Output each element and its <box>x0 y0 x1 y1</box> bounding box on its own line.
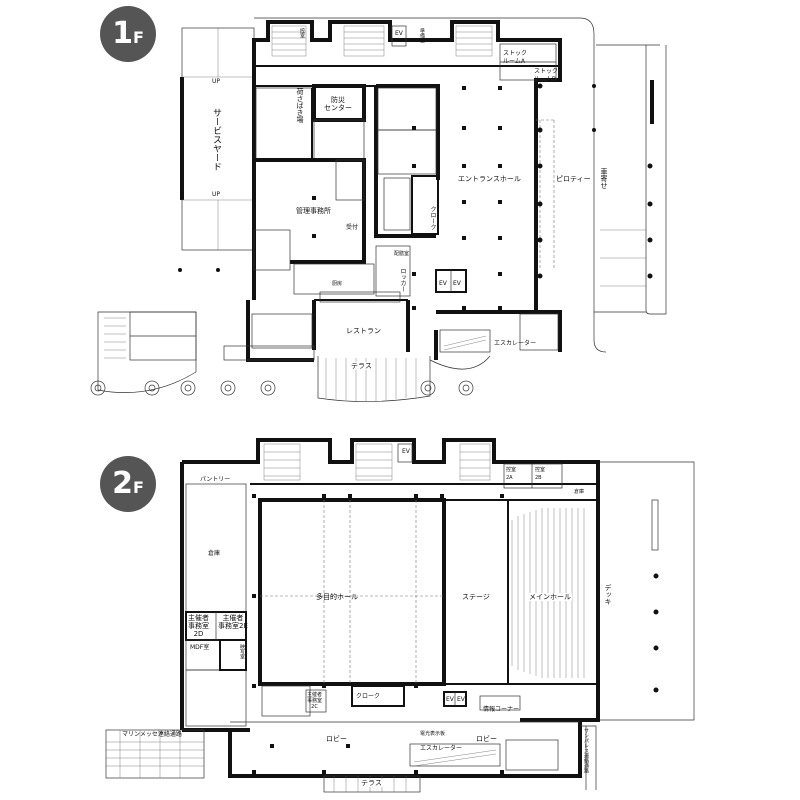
label-disaster-center: 防災 センター <box>324 96 352 112</box>
label-waiting-2a: 控室 2A <box>506 467 517 481</box>
label-entrance-hall: エントランスホール <box>458 175 521 183</box>
label-ev-2f-a: EV <box>446 696 454 703</box>
label-mdf: MDF室 <box>190 644 210 651</box>
label-management-office: 管理事務所 <box>296 207 331 215</box>
label-multipurpose-hall: 多目的ホール <box>316 593 358 601</box>
label-organizer-2c: 主催者 事務室 2C <box>307 692 323 710</box>
label-stock-a: ストック ルームA <box>503 50 528 65</box>
label-main-hall: メインホール <box>528 593 572 601</box>
floor-2-plan <box>105 438 695 793</box>
label-cloak-2f: クローク <box>356 693 381 700</box>
label-ev-2f-top: EV <box>402 448 410 455</box>
label-stage: ステージ <box>462 593 490 601</box>
label-pantry-1f: 配膳室 <box>394 251 410 257</box>
label-organizer-2e: 主催者 事務室2E <box>218 614 248 630</box>
floor-1-plan <box>90 17 667 402</box>
label-ev-2f-b: EV <box>457 696 465 703</box>
label-loading-dock: 荷さばき場 <box>296 88 304 123</box>
floor-2-badge: 2F <box>100 456 156 512</box>
label-lobby-right: ロビー <box>476 735 497 743</box>
label-locker-1f: ロッカー <box>399 268 406 292</box>
label-ev-1f-a: EV <box>439 280 447 287</box>
label-cloak-1f: クローク <box>429 206 436 230</box>
label-terrace-2f: テラス <box>360 779 383 787</box>
label-stock-b: ストック ルームB <box>534 68 559 83</box>
label-makuhari-messe-link: マリンメッセ連絡通路 <box>122 731 182 738</box>
label-organizer-2d: 主催者 事務室 2D <box>188 614 209 638</box>
label-deck: デッキ <box>604 584 612 605</box>
label-waiting-1f: 控室 <box>299 28 305 38</box>
label-up-top: UP <box>212 78 221 85</box>
label-storage-2f: 倉庫 <box>574 489 585 495</box>
label-waiting-2b: 控室 2B <box>535 467 546 481</box>
label-restaurant: レストラン <box>346 327 381 335</box>
label-terrace-1f: テラス <box>350 362 373 370</box>
label-display-board: 電光表示板 <box>420 731 446 737</box>
label-lobby-left: ロビー <box>326 735 347 743</box>
floor-1-badge: 1F <box>100 6 156 62</box>
label-kitchen-1f: 厨房 <box>332 281 343 287</box>
label-escalator-2f: エスカレーター <box>420 745 463 752</box>
label-ev-1f-b: EV <box>453 280 461 287</box>
label-service-yard: サービスヤード <box>211 108 221 171</box>
label-escalator-1f: エスカレーター <box>494 340 537 347</box>
label-prep-1f: 準備室 <box>419 28 425 43</box>
label-up-bottom: UP <box>212 191 221 198</box>
label-info-corner: 情報コーナー <box>483 706 520 713</box>
label-warehouse-2f: 倉庫 <box>208 550 221 557</box>
label-driveway: 車寄せ <box>600 168 608 189</box>
label-ev-1f-top: EV <box>395 30 403 37</box>
label-piloti: ピロティー <box>556 175 591 183</box>
label-pantry-2f: パントリー <box>200 476 231 483</box>
label-sunpalace-link: サンパレス連絡通路 <box>583 728 589 773</box>
label-projection-2f: 映写室 <box>239 644 245 659</box>
label-reception: 受付 <box>346 224 359 231</box>
